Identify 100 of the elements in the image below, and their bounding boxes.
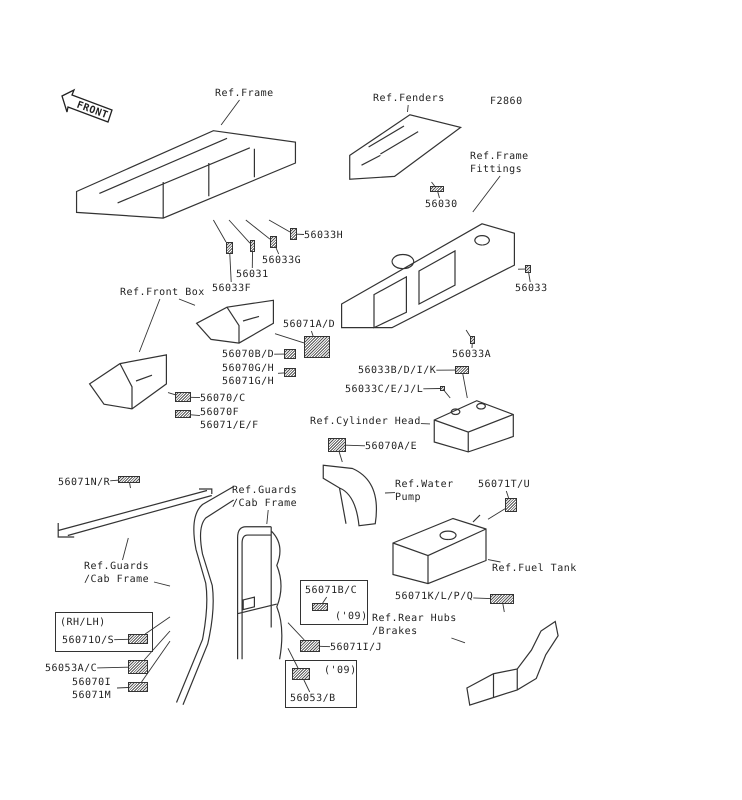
leader-line (114, 638, 128, 640)
decal (175, 392, 191, 402)
part-number: 56071N/R (58, 476, 110, 489)
leader-line (228, 220, 250, 244)
part-number: 56033B/D/I/K (358, 364, 436, 377)
decal (455, 366, 469, 374)
decal (118, 476, 140, 483)
leader-line (502, 604, 505, 612)
leader-line (518, 268, 526, 270)
decal (128, 660, 148, 674)
leader-line (229, 254, 232, 282)
leader-line (212, 220, 226, 242)
direction-sign-text: FRONT (74, 98, 110, 122)
part-number: 56053/B (290, 692, 336, 705)
leader-line (322, 596, 328, 604)
note-text: ('09) (324, 664, 357, 677)
decal (328, 438, 346, 452)
reference-label: Ref.Water Pump (395, 478, 465, 504)
note-text: ('09) (335, 610, 368, 623)
part-number: 56070B/D (222, 348, 274, 361)
decal (128, 634, 148, 644)
leader-line (168, 392, 176, 396)
leader-line (245, 220, 270, 240)
leader-line (116, 687, 128, 688)
part-number: 56033A (452, 348, 492, 361)
leader-line (346, 444, 366, 446)
leader-line (110, 480, 118, 482)
part-number: 56033G (262, 254, 302, 267)
reference-label: Ref.Frame Fittings (470, 150, 550, 176)
leader-line (303, 680, 310, 692)
decal (292, 668, 310, 680)
leader-line (274, 354, 284, 355)
part-number: 56070F 56071/E/F (200, 406, 270, 432)
leader-line (268, 220, 290, 232)
part-number: 56033 (515, 282, 548, 295)
decal (430, 186, 444, 192)
part-number: 56071O/S (62, 634, 114, 647)
part-number: 56053A/C (45, 662, 98, 675)
leader-line (178, 298, 196, 306)
decal (525, 265, 531, 273)
leader-line (154, 582, 170, 587)
decal (284, 368, 296, 377)
leader-line (288, 622, 305, 640)
front-box-drawing (88, 352, 168, 410)
part-number: 56071K/L/P/Q (395, 590, 474, 603)
reference-label: Ref.Fenders (373, 92, 445, 105)
leader-line (488, 559, 501, 562)
decal (128, 682, 148, 692)
leader-line (266, 510, 269, 524)
part-number: 56070/C (200, 392, 246, 405)
leader-line (472, 176, 501, 212)
leader-line (278, 372, 284, 374)
leader-line (422, 388, 440, 390)
leader-line (144, 630, 170, 660)
leader-line (472, 344, 473, 348)
leader-line (144, 616, 170, 634)
decal (284, 349, 296, 359)
part-number: 56033C/E/J/L (345, 383, 424, 396)
decal (300, 640, 320, 652)
leader-line (141, 640, 170, 682)
leader-line (488, 508, 506, 520)
leader-line (462, 374, 468, 398)
leader-line (274, 333, 304, 344)
reference-label: Ref.Frame (215, 87, 274, 100)
leader-line (320, 646, 330, 648)
leader-line (407, 104, 409, 112)
decal (440, 386, 445, 391)
part-number: 56070I 56071M (72, 676, 117, 702)
leader-line (528, 272, 531, 282)
leader-line (190, 414, 200, 416)
leader-line (444, 390, 451, 398)
leader-line (384, 492, 396, 494)
decal (226, 242, 233, 254)
leader-line (436, 370, 456, 371)
leader-line (252, 252, 253, 268)
decal (270, 236, 277, 248)
leader-line (138, 298, 160, 352)
leader-line (420, 423, 430, 424)
note-frame (285, 660, 357, 708)
leader-line (472, 597, 490, 600)
note-text: (RH/LH) (60, 616, 106, 629)
decal (490, 594, 514, 604)
leader-line (276, 248, 280, 254)
part-number: 56071T/U (478, 478, 530, 491)
leader-line (129, 482, 131, 488)
decal (470, 336, 475, 344)
leader-line (437, 192, 440, 198)
part-number: 56031 (236, 268, 269, 281)
part-number: 56030 (425, 198, 458, 211)
front-box-drawing (195, 298, 275, 344)
decal (304, 336, 330, 358)
leader-line (122, 538, 129, 560)
drawing-number: F2860 (490, 95, 523, 108)
leader-line (220, 100, 240, 126)
part-number: 56071A/D (283, 318, 336, 331)
guard-rail-drawing (55, 488, 215, 538)
decal (505, 498, 517, 512)
leader-line (338, 452, 343, 462)
leader-line (296, 234, 304, 235)
leader-line (190, 396, 200, 398)
